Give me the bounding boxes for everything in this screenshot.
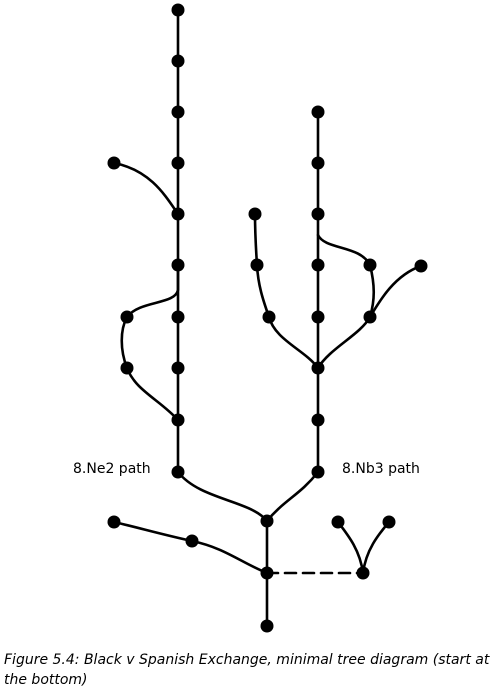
- edge-left-loop: [120, 263, 180, 422]
- node-trunk-1: [260, 566, 274, 580]
- tree-diagram: [107, 3, 428, 633]
- ne2-path-label: 8.Ne2 path: [73, 461, 151, 477]
- node-left-265: [171, 258, 185, 272]
- node-left-side-2: [107, 515, 121, 529]
- node-left-317: [171, 310, 185, 324]
- node-left-loop-1: [120, 361, 134, 375]
- node-right-left-a: [262, 310, 276, 324]
- node-right-112: [311, 105, 325, 119]
- node-right-right-a: [363, 310, 377, 324]
- node-right-163: [311, 156, 325, 170]
- node-right-right-c: [414, 259, 428, 273]
- edge-y-left: [336, 520, 365, 575]
- figure-caption: Figure 5.4: Black v Spanish Exchange, mi…: [4, 652, 490, 688]
- edge-to-nb3: [265, 470, 320, 523]
- node-right-368: [311, 361, 325, 375]
- edge-right-left-1: [253, 212, 320, 370]
- node-right-left-c: [248, 207, 262, 221]
- node-dashed-end: [356, 566, 370, 580]
- node-right-left-b: [250, 258, 264, 272]
- node-left-112: [171, 105, 185, 119]
- node-root: [260, 619, 274, 633]
- node-nb3: [311, 465, 325, 479]
- node-left-side-1: [185, 534, 199, 548]
- node-left-368: [171, 361, 185, 375]
- node-left-branch: [107, 156, 121, 170]
- edge-y-right: [361, 520, 391, 575]
- edge-right-right-2: [368, 264, 423, 319]
- node-left-214: [171, 207, 185, 221]
- node-left-61: [171, 54, 185, 68]
- node-left-163: [171, 156, 185, 170]
- node-right-265: [311, 258, 325, 272]
- node-right-420: [311, 413, 325, 427]
- edge-right-right-1: [316, 233, 376, 370]
- node-ne2: [171, 465, 185, 479]
- node-left-loop-2: [120, 310, 134, 324]
- node-trunk-2: [260, 514, 274, 528]
- node-right-right-b: [363, 258, 377, 272]
- node-right-317: [311, 310, 325, 324]
- node-left-10: [171, 3, 185, 17]
- node-y-left: [331, 515, 345, 529]
- edge-left-side: [112, 520, 269, 575]
- node-left-420: [171, 413, 185, 427]
- node-right-214: [311, 207, 325, 221]
- nb3-path-label: 8.Nb3 path: [342, 461, 420, 477]
- edge-to-ne2: [176, 470, 269, 523]
- node-y-right: [382, 515, 396, 529]
- edge-left-branch-top: [112, 161, 180, 216]
